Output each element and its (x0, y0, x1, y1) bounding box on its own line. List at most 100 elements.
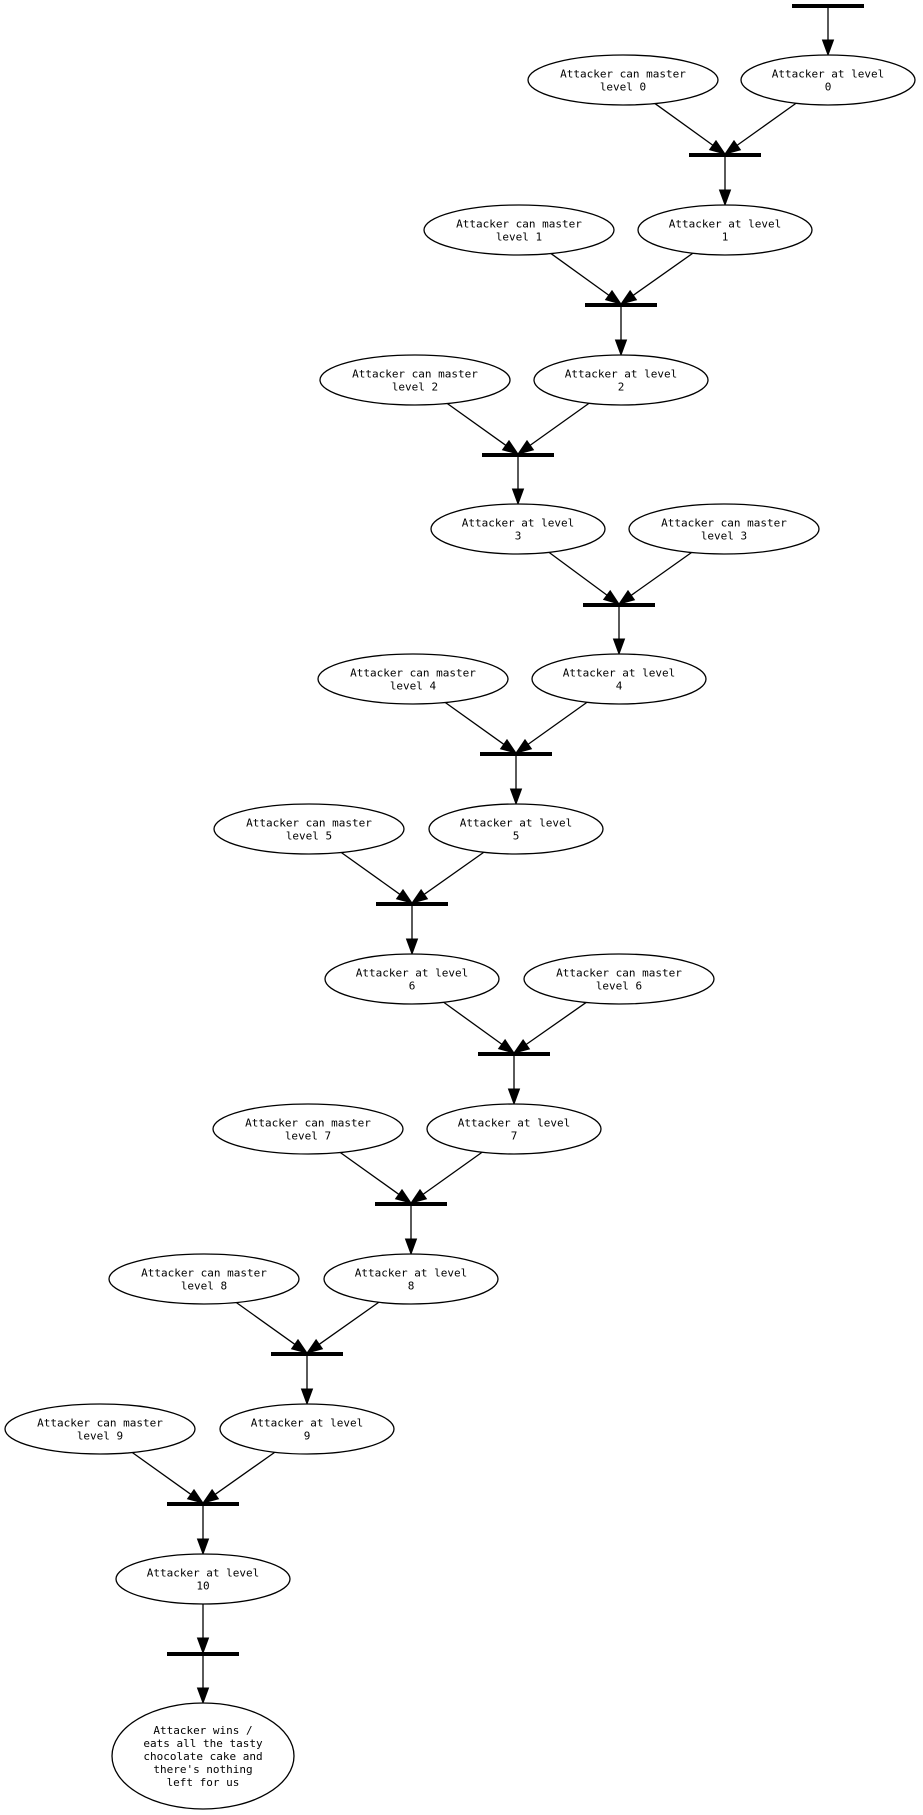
edge-j7-to-level8 (404, 1205, 418, 1256)
node-label-line: level 0 (600, 81, 646, 94)
node-label-line: level 9 (77, 1430, 123, 1443)
node-label-line: there's nothing (153, 1763, 252, 1776)
arrowhead-icon (514, 738, 533, 754)
edge-line (339, 1151, 400, 1195)
arrowhead-icon (614, 339, 628, 357)
arrowhead-icon (604, 289, 623, 305)
node-label-line: 10 (196, 1580, 209, 1593)
node-ellipse (423, 204, 615, 256)
edge-master4-to-j4 (444, 701, 518, 754)
edge-line (444, 701, 505, 745)
arrowhead-icon (305, 1338, 324, 1354)
arrowhead-icon (196, 1687, 210, 1705)
edge-line (529, 402, 590, 446)
node-label-line: 7 (511, 1130, 518, 1143)
node-label-line: level 8 (181, 1280, 227, 1293)
node-label-line: Attacker at level (147, 1567, 260, 1580)
arrowhead-icon (602, 589, 621, 605)
edge-line (525, 1001, 587, 1045)
arrowhead-icon (619, 289, 638, 305)
edge-line (736, 102, 797, 146)
edge-line (654, 103, 714, 146)
node-label-line: 6 (409, 980, 416, 993)
node-label-line: 5 (513, 830, 520, 843)
edge-j2-to-level3 (511, 456, 525, 506)
node-label-line: Attacker can master (246, 817, 372, 830)
edge-master5-to-j5 (340, 851, 414, 904)
edge-j5-to-level6 (405, 905, 419, 956)
node-label-line: Attacker can master (37, 1417, 163, 1430)
node-ellipse (628, 503, 820, 555)
edge-line (423, 851, 485, 895)
arrowhead-icon (394, 1188, 413, 1204)
node-label-line: Attacker wins / (153, 1724, 252, 1737)
node-label-line: 1 (722, 231, 729, 244)
edge-line (446, 402, 507, 446)
arrowhead-icon (821, 39, 835, 57)
node-label-line: Attacker can master (352, 368, 478, 381)
node-label-line: Attacker at level (355, 1267, 468, 1280)
edge-j1-to-level2 (614, 306, 628, 357)
arrowhead-icon (501, 439, 520, 455)
arrowhead-icon (196, 1538, 210, 1556)
node-ellipse (637, 204, 813, 256)
edge-j9-to-level10 (196, 1505, 210, 1556)
edge-j_top-to-level0 (821, 7, 835, 57)
edge-line (550, 253, 610, 296)
edge-line (422, 1151, 483, 1195)
node-label-line: left for us (167, 1776, 240, 1789)
edge-j10-to-wins (196, 1655, 210, 1705)
node-ellipse (527, 54, 719, 106)
edge-line (340, 851, 401, 895)
arrowhead-icon (497, 1038, 516, 1054)
edge-line (318, 1301, 380, 1345)
node-label-line: level 7 (285, 1130, 331, 1143)
node-label-line: Attacker at level (669, 218, 782, 231)
node-label-line: Attacker at level (356, 967, 469, 980)
arrowhead-icon (405, 938, 419, 956)
edge-level5-to-j5 (410, 851, 485, 904)
arrowhead-icon (196, 1637, 210, 1655)
edges-layer (131, 7, 835, 1705)
arrowhead-icon (201, 1488, 220, 1504)
node-label-line: level 5 (286, 830, 332, 843)
arrowhead-icon (511, 488, 525, 506)
arrowhead-icon (512, 1039, 531, 1054)
node-label-line: 0 (825, 81, 832, 94)
node-ellipse (115, 1553, 291, 1605)
edge-j6-to-level7 (507, 1055, 521, 1106)
edge-master1-to-j1 (550, 253, 623, 305)
node-label-line: chocolate cake and (143, 1750, 262, 1763)
arrowhead-icon (404, 1238, 418, 1256)
edge-line (632, 252, 694, 296)
edge-level1-to-j1 (619, 252, 694, 305)
node-label-line: Attacker can master (245, 1117, 371, 1130)
node-label-line: Attacker at level (462, 517, 575, 530)
arrowhead-icon (186, 1488, 205, 1504)
node-label-line: 9 (304, 1430, 311, 1443)
arrowhead-icon (507, 1088, 521, 1106)
arrowhead-icon (708, 139, 727, 155)
edge-line (131, 1451, 192, 1495)
arrowhead-icon (410, 888, 429, 904)
arrowhead-icon (290, 1338, 309, 1354)
node-label-line: Attacker can master (456, 218, 582, 231)
node-label-line: level 6 (596, 980, 642, 993)
node-label-line: 8 (408, 1280, 415, 1293)
node-label-line: 2 (618, 381, 625, 394)
edge-j0-to-level1 (718, 156, 732, 207)
node-ellipse (4, 1403, 196, 1455)
node-label-line: Attacker at level (772, 68, 885, 81)
node-ellipse (533, 354, 709, 406)
edge-level2-to-j2 (516, 402, 590, 455)
